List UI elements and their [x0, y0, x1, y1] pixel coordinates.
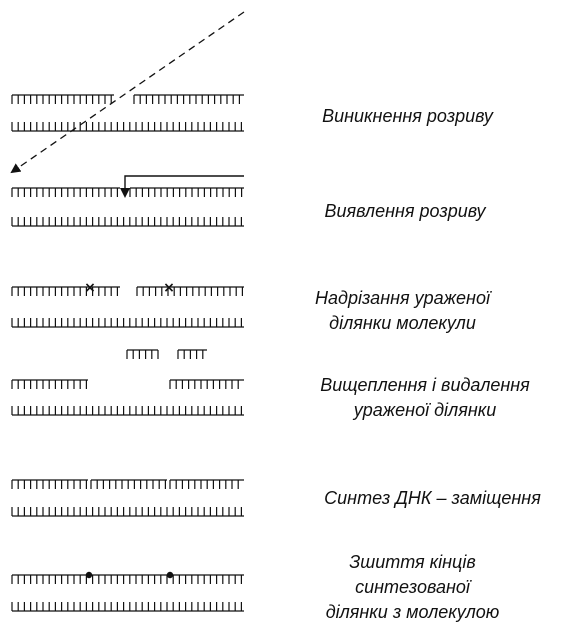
step-label-ligate-line: ділянки з молекулою	[325, 602, 500, 622]
step-label-incise-line: Надрізання ураженої	[315, 288, 490, 308]
step-label-break-line: Виникнення розриву	[322, 106, 493, 126]
top-strand-step-ligate	[11, 574, 244, 584]
top-strand-step-incise	[136, 286, 244, 296]
step-label-excise: Вищеплення і видалення ураженої ділянки	[290, 373, 560, 423]
bottom-strand-step-excise	[11, 406, 244, 416]
step-label-detect: Виявлення розриву	[300, 199, 510, 224]
step-label-break: Виникнення розриву	[295, 104, 520, 129]
step-label-incise: Надрізання ураженої ділянки молекули	[285, 286, 520, 336]
ligation-dot-left	[85, 571, 93, 579]
top-strand-step-synth	[90, 479, 167, 489]
step-label-ligate: Зшиття кінців синтезованої ділянки з мол…	[290, 550, 535, 625]
step-label-incise-line: ділянки молекули	[329, 313, 476, 333]
ligation-dot-right	[166, 571, 174, 579]
bottom-strand-step-incise	[11, 318, 244, 328]
excised-fragment	[126, 349, 159, 359]
top-strand-step-detect	[11, 187, 120, 197]
excised-fragment	[177, 349, 207, 359]
damage-ray-arrow	[10, 11, 245, 174]
step-label-synth: Синтез ДНК – заміщення	[295, 486, 570, 511]
top-strand-step-excise	[11, 379, 88, 389]
bottom-strand-step-break	[11, 122, 244, 132]
step-label-excise-line: ураженої ділянки	[353, 400, 497, 420]
top-strand-step-detect	[129, 187, 244, 197]
top-strand-step-excise	[169, 379, 244, 389]
incision-mark-right: ×	[163, 280, 175, 296]
step-label-excise-line: Вищеплення і видалення	[320, 375, 530, 395]
incision-mark-left: ×	[84, 280, 96, 296]
bottom-strand-step-synth	[11, 507, 244, 517]
dna-strands	[11, 94, 244, 612]
step-label-detect-line: Виявлення розриву	[324, 201, 486, 221]
top-strand-step-synth	[11, 479, 88, 489]
step-label-synth-line: Синтез ДНК – заміщення	[324, 488, 541, 508]
step-label-ligate-line: синтезованої	[355, 577, 470, 597]
top-strand-step-break	[133, 94, 244, 104]
top-strand-step-break	[11, 94, 114, 104]
top-strand-step-incise	[11, 286, 120, 296]
bottom-strand-step-ligate	[11, 602, 244, 612]
detection-arrow	[120, 175, 244, 198]
step-label-ligate-line: Зшиття кінців	[349, 552, 476, 572]
top-strand-step-synth	[169, 479, 244, 489]
bottom-strand-step-detect	[11, 217, 244, 227]
